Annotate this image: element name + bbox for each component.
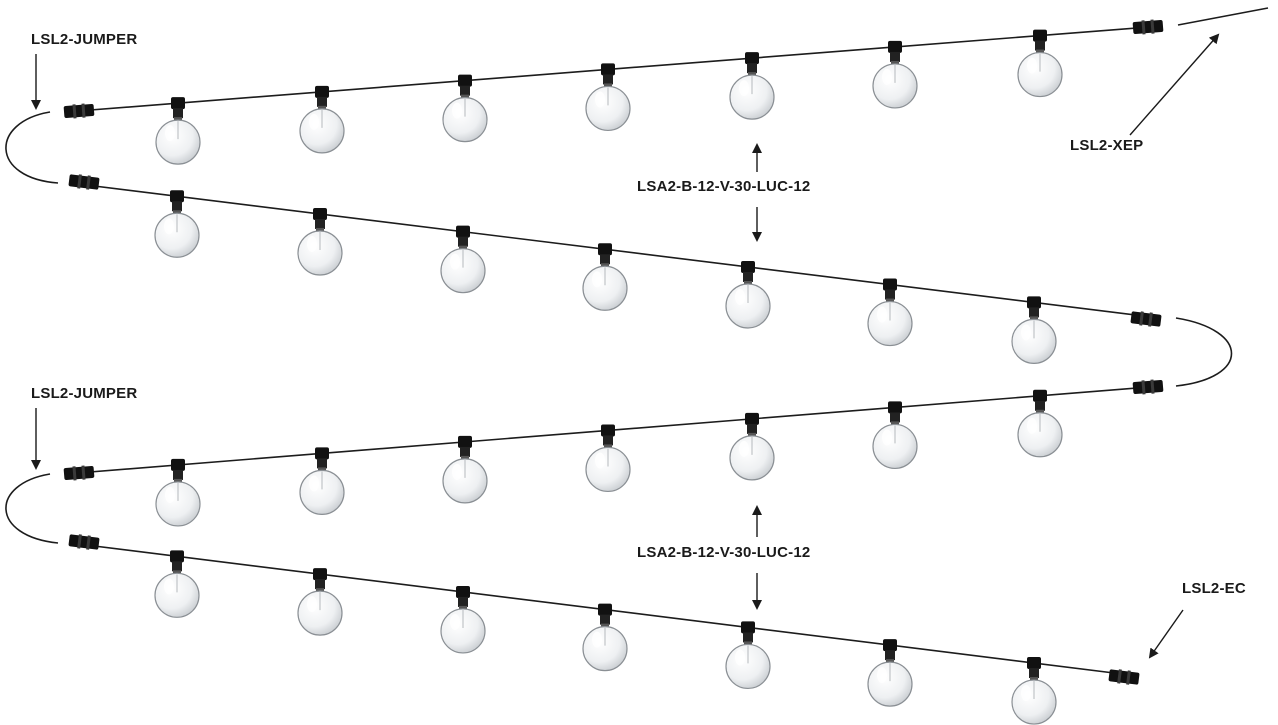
bulb <box>585 424 631 493</box>
input-lead-cable <box>1177 7 1269 26</box>
bulb <box>582 603 628 672</box>
bulb <box>297 568 343 636</box>
bulb <box>440 225 486 294</box>
bulb <box>867 278 913 347</box>
arrow-xep <box>1129 33 1220 136</box>
label-xep: LSL2-XEP <box>1070 137 1144 154</box>
label-strand-bottom: LSA2-B-12-V-30-LUC-12 <box>637 544 811 561</box>
label-strand-top: LSA2-B-12-V-30-LUC-12 <box>637 178 811 195</box>
bulb <box>729 412 775 481</box>
bulb <box>154 190 200 258</box>
bulb <box>297 207 343 276</box>
strand-4-end-connector <box>1108 669 1140 685</box>
bulb <box>725 621 771 690</box>
strand-2-end-connector <box>1130 311 1162 327</box>
label-jumper-top: LSL2-JUMPER <box>31 31 138 48</box>
bulb <box>154 550 200 618</box>
bulb <box>725 260 771 329</box>
strand-2-cable <box>69 182 1161 319</box>
jumper-loop-left-bottom <box>5 473 59 544</box>
bulb <box>585 63 631 132</box>
bulb <box>155 458 201 527</box>
bulb <box>299 447 345 515</box>
bulb <box>1017 29 1063 98</box>
cables <box>64 7 1269 677</box>
jumper-loop-right <box>1175 317 1233 387</box>
bulb <box>872 401 918 470</box>
bulb <box>1011 657 1057 725</box>
bulb <box>299 85 345 154</box>
bulb <box>867 639 913 707</box>
strand-2-start-connector <box>68 174 100 190</box>
bulb <box>155 97 201 165</box>
bulb <box>442 74 488 143</box>
strand-4-start-connector <box>68 534 100 550</box>
bulb <box>1017 389 1063 458</box>
label-jumper-bottom: LSL2-JUMPER <box>31 385 138 402</box>
connectors <box>63 19 1164 685</box>
jumper-loop-left-top <box>5 111 59 184</box>
bulbs <box>154 29 1063 725</box>
callout-arrows <box>31 33 1220 659</box>
label-ec: LSL2-EC <box>1182 580 1246 597</box>
bulb <box>442 435 488 504</box>
bulb <box>440 585 486 654</box>
arrow-ec <box>1148 609 1184 659</box>
strand-1-end-connector <box>1132 19 1164 35</box>
bulb <box>582 243 628 311</box>
strand-3-end-connector <box>1132 379 1164 395</box>
jumper-loops <box>5 111 1233 544</box>
strand-3-start-connector <box>63 465 95 481</box>
bulb <box>872 40 918 109</box>
bulb <box>1011 296 1057 364</box>
strand-1-start-connector <box>63 103 95 119</box>
bulb <box>729 52 775 120</box>
